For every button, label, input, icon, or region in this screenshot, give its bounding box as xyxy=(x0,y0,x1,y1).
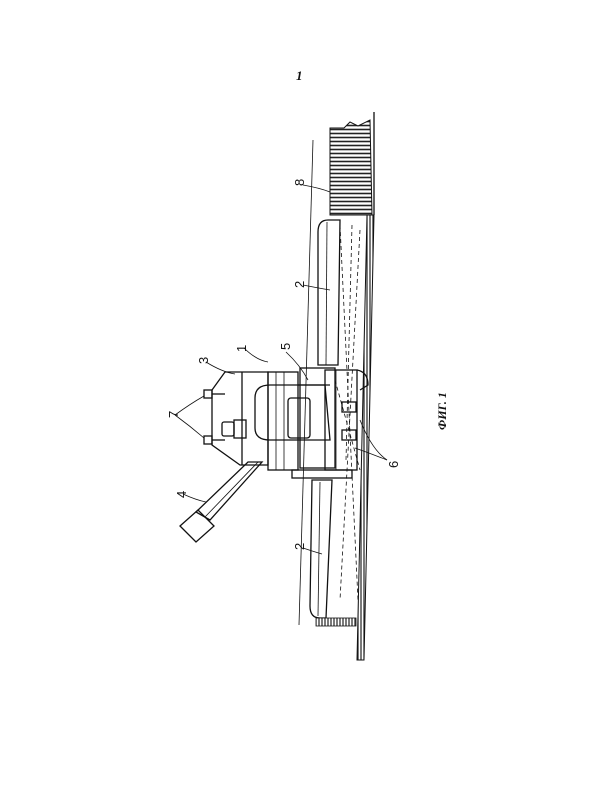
conveyor-upper xyxy=(317,219,341,366)
label-1: 1 xyxy=(234,345,249,352)
label-6: 6 xyxy=(386,461,401,468)
figure-caption: ФИГ. 1 xyxy=(435,392,449,430)
label-3: 3 xyxy=(196,357,211,364)
label-8: 8 xyxy=(292,179,307,186)
discharge-boom xyxy=(179,461,264,543)
top-masts xyxy=(203,389,247,445)
label-4: 4 xyxy=(174,491,189,498)
machine-body xyxy=(211,371,299,471)
label-7: 7 xyxy=(166,411,181,418)
projection-lines xyxy=(334,224,361,601)
label-2-lower: 2 xyxy=(292,543,307,550)
leader-lines xyxy=(174,184,388,555)
conveyor-lower xyxy=(309,479,357,627)
sheet-number: 1 xyxy=(296,68,303,83)
label-5: 5 xyxy=(278,343,293,350)
cutter-housing xyxy=(254,367,336,469)
label-2-upper: 2 xyxy=(292,281,307,288)
base-plate xyxy=(291,469,353,479)
material-seam xyxy=(329,119,373,216)
guide-line xyxy=(298,139,314,626)
